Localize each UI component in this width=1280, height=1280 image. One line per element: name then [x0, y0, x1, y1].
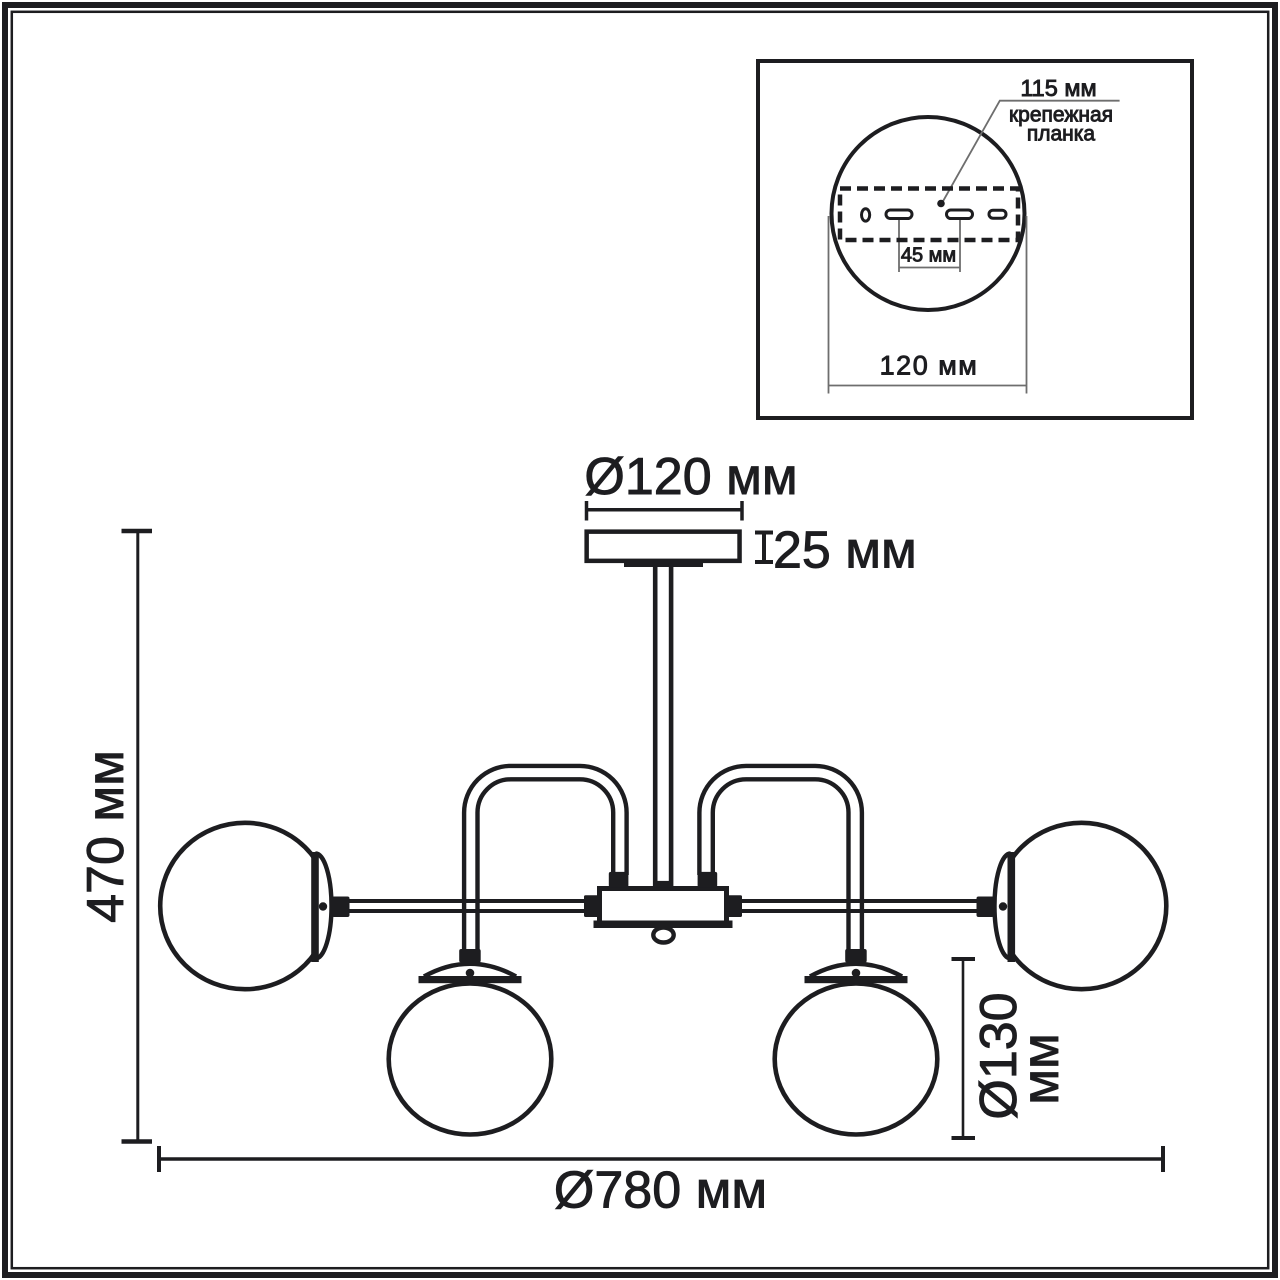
svg-text:120 мм: 120 мм: [880, 351, 979, 381]
svg-text:45 мм: 45 мм: [901, 245, 956, 267]
svg-text:Ø780 мм: Ø780 мм: [554, 1162, 767, 1220]
svg-text:Ø120 мм: Ø120 мм: [584, 448, 797, 506]
svg-text:115 мм: 115 мм: [1020, 75, 1096, 101]
svg-text:25 мм: 25 мм: [773, 522, 917, 580]
svg-text:крепежная: крепежная: [1009, 104, 1113, 127]
svg-text:470 мм: 470 мм: [77, 750, 135, 923]
svg-text:Ø130: Ø130: [970, 992, 1028, 1119]
svg-text:планка: планка: [1027, 123, 1096, 146]
svg-text:мм: мм: [1012, 1033, 1070, 1105]
